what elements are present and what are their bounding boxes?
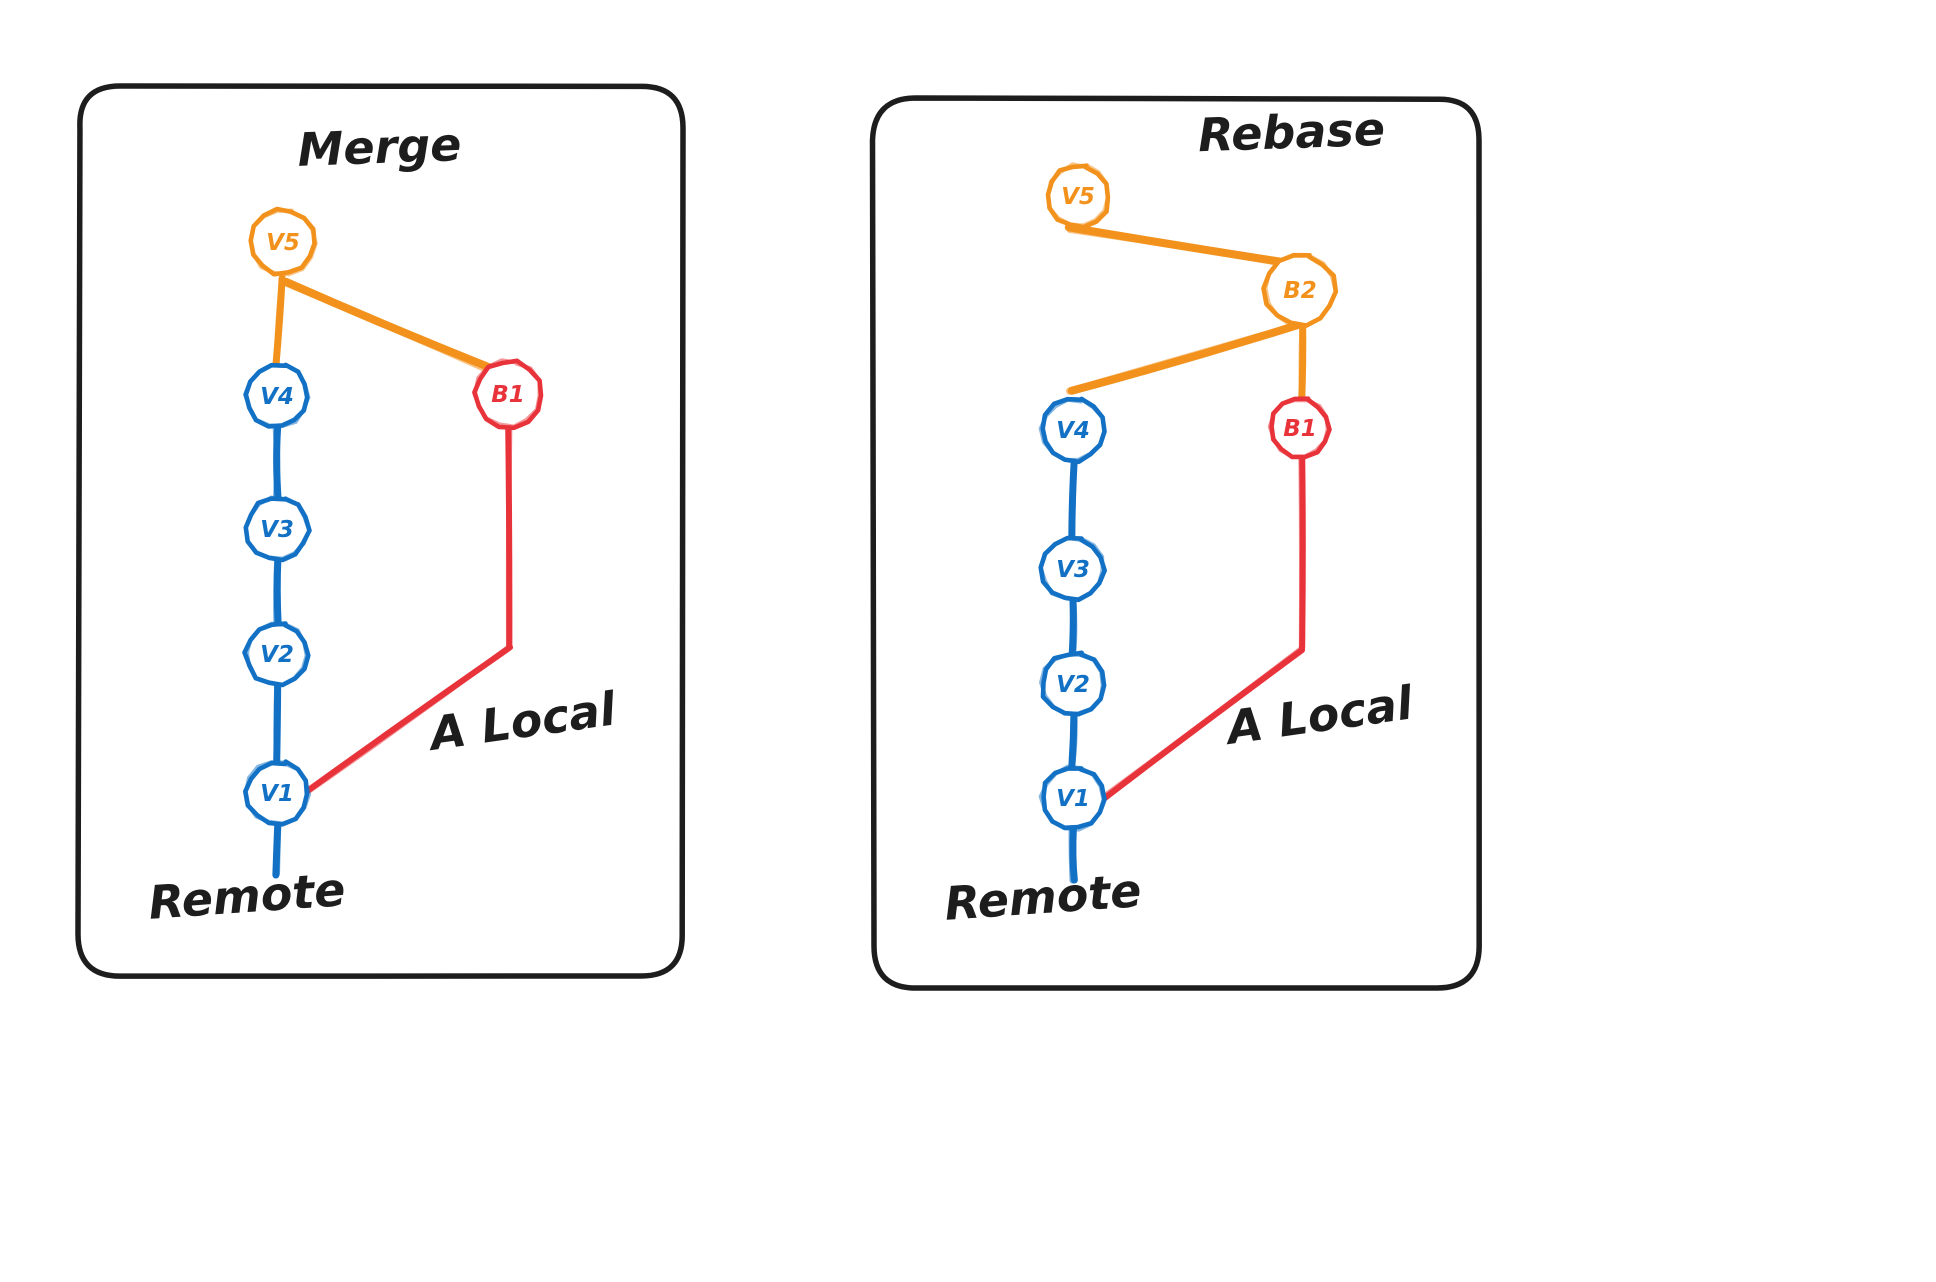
panel-title-merge: Merge bbox=[297, 117, 463, 177]
commit-node-merge-v4[interactable]: V4 bbox=[242, 362, 311, 429]
commit-circle-b1 bbox=[472, 358, 544, 431]
commit-circle-v2 bbox=[1039, 650, 1107, 717]
commit-node-rebase-v2[interactable]: V2 bbox=[1039, 650, 1107, 717]
edge-rebase-v3-v2 bbox=[1068, 597, 1078, 658]
commit-label-v2: V2 bbox=[260, 642, 294, 668]
local-label-merge: A Local bbox=[424, 681, 620, 761]
panel-title-rebase: Rebase bbox=[1197, 102, 1386, 162]
commit-node-merge-v5[interactable]: V5 bbox=[248, 206, 318, 277]
edge-rebase-v1-tail bbox=[1068, 824, 1078, 884]
edge-rebase-b1-elbow bbox=[1298, 454, 1306, 651]
commit-circle-v5 bbox=[1045, 162, 1111, 230]
commit-circle-v3 bbox=[1038, 535, 1107, 603]
commit-circle-b2 bbox=[1261, 252, 1339, 328]
commit-circle-v1 bbox=[1038, 764, 1107, 832]
commit-node-rebase-v5[interactable]: V5 bbox=[1045, 162, 1111, 230]
panel-frame-merge bbox=[75, 83, 686, 979]
commit-node-merge-v3[interactable]: V3 bbox=[243, 495, 312, 563]
commit-label-v3: V3 bbox=[1056, 557, 1090, 583]
edge-merge-b1-elbow bbox=[505, 423, 513, 651]
commit-label-b1: B1 bbox=[1283, 416, 1317, 442]
edge-merge-v5-v4 bbox=[272, 272, 286, 371]
commit-circle-b1 bbox=[1267, 396, 1332, 460]
commit-label-b1: B1 bbox=[491, 382, 525, 408]
commit-node-rebase-b2[interactable]: B2 bbox=[1261, 252, 1339, 328]
edge-merge-v2-v1 bbox=[273, 681, 282, 766]
remote-label-rebase: Remote bbox=[943, 863, 1143, 931]
edge-merge-v1-tail bbox=[272, 819, 282, 879]
edge-rebase-v4-v3 bbox=[1068, 456, 1078, 542]
commit-node-rebase-v1[interactable]: V1 bbox=[1038, 764, 1107, 832]
commit-node-merge-v2[interactable]: V2 bbox=[242, 621, 311, 688]
edge-merge-b1-v1 bbox=[303, 644, 514, 795]
edge-rebase-b2-b1 bbox=[1298, 321, 1307, 403]
commit-node-rebase-v3[interactable]: V3 bbox=[1038, 535, 1107, 603]
commit-circle-v4 bbox=[1038, 396, 1107, 465]
commit-label-b2: B2 bbox=[1283, 278, 1317, 304]
commit-node-rebase-b1[interactable]: B1 bbox=[1267, 396, 1332, 460]
commit-circle-v3 bbox=[243, 495, 312, 563]
commit-label-v1: V1 bbox=[1056, 786, 1090, 812]
remote-label-merge: Remote bbox=[147, 862, 347, 930]
commit-circle-v4 bbox=[242, 362, 311, 429]
edge-rebase-b2-v4 bbox=[1065, 321, 1302, 395]
commit-label-v4: V4 bbox=[260, 384, 294, 410]
commit-node-rebase-v4[interactable]: V4 bbox=[1038, 396, 1107, 465]
commit-label-v5: V5 bbox=[1061, 184, 1095, 210]
edge-rebase-b1-v1 bbox=[1098, 646, 1306, 803]
edge-rebase-v2-v1 bbox=[1068, 711, 1078, 771]
edge-merge-v4-v3 bbox=[272, 423, 282, 503]
commit-label-v3: V3 bbox=[260, 517, 294, 543]
commit-label-v5: V5 bbox=[266, 230, 300, 256]
commit-label-v1: V1 bbox=[260, 781, 294, 807]
edge-merge-v5-b1 bbox=[280, 277, 497, 375]
edge-merge-v3-v2 bbox=[273, 555, 282, 628]
commit-circle-v2 bbox=[242, 621, 311, 688]
edge-rebase-v5-b2 bbox=[1064, 223, 1288, 267]
commit-circle-v5 bbox=[248, 206, 318, 277]
commit-node-merge-b1[interactable]: B1 bbox=[472, 358, 544, 431]
commit-label-v4: V4 bbox=[1056, 418, 1090, 444]
commit-node-merge-v1[interactable]: V1 bbox=[243, 759, 312, 827]
commit-circle-v1 bbox=[243, 759, 312, 827]
commit-label-v2: V2 bbox=[1056, 672, 1090, 698]
panel-frame-rebase bbox=[869, 95, 1482, 991]
